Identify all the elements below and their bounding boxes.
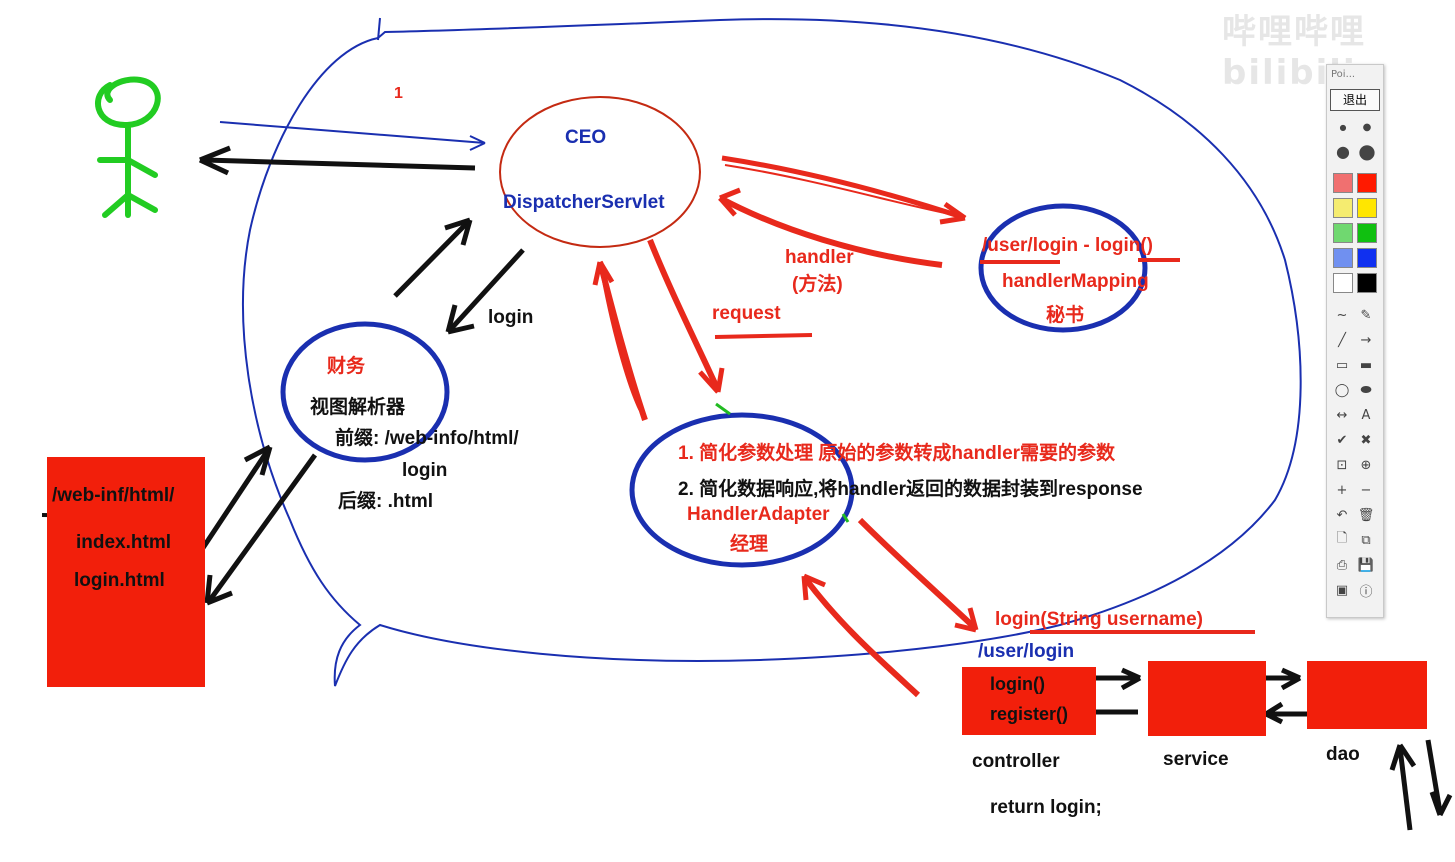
user-figure-icon: [95, 76, 161, 218]
tool-icon[interactable]: 💾: [1357, 557, 1375, 573]
color-swatch[interactable]: [1357, 248, 1377, 268]
handler-adapter-node: [629, 412, 855, 568]
tool-icon[interactable]: ⧉: [1361, 532, 1371, 548]
tool-icon[interactable]: −: [1360, 482, 1372, 498]
color-swatch[interactable]: [1333, 173, 1353, 193]
pointer-toolbar: Poi... 退出 ● ● ● ● ~ ✎ ╱ → ▭ ▬ ◯ ⬬ ↔ A ✔ ✖ ⊡ ⊕ +−↶ 🗑 🗋 ⧉ ⎙ 💾…: [1326, 64, 1384, 618]
dispatcher-servlet-node: [499, 96, 701, 248]
dao-box: [1307, 661, 1427, 729]
secretary-label: 秘书: [1046, 305, 1085, 326]
index-html-label: index.html: [76, 532, 172, 553]
color-swatch[interactable]: [1357, 223, 1377, 243]
tool-icon[interactable]: ╱: [1338, 332, 1346, 348]
color-swatch[interactable]: [1333, 248, 1353, 268]
tool-icon[interactable]: 🗋: [1336, 531, 1348, 546]
tool-icon[interactable]: ⬬: [1360, 382, 1372, 398]
tool-icon[interactable]: ✖: [1360, 432, 1372, 448]
web-inf-label: /web-inf/html/: [52, 485, 175, 506]
login-call-label: login(): [990, 674, 1045, 694]
handler-mapping-label: handlerMapping: [1002, 271, 1149, 292]
large-dot-size-icon[interactable]: ●: [1336, 141, 1350, 161]
user-login-label: /user/login: [978, 641, 1075, 662]
handler-method-label: (方法): [792, 274, 843, 295]
step-number: 1: [394, 85, 403, 102]
color-swatch[interactable]: [1333, 223, 1353, 243]
tool-icon[interactable]: ↔: [1336, 407, 1348, 423]
color-swatch[interactable]: [1333, 198, 1353, 218]
mapping-url-label: /user/login - login(): [982, 235, 1153, 256]
spring-mvc-boundary: [242, 18, 1302, 687]
ceo-label: CEO: [565, 127, 607, 148]
exit-button[interactable]: 退出: [1330, 89, 1380, 111]
prefix-label: 前缀: /web-info/html/: [335, 428, 519, 449]
xlarge-dot-size-icon[interactable]: ●: [1358, 139, 1376, 163]
manager-label: 经理: [730, 534, 769, 555]
color-swatch[interactable]: [1357, 173, 1377, 193]
controller-box: [962, 667, 1096, 735]
register-call-label: register(): [990, 704, 1069, 724]
login-signature-label: login(String username): [995, 609, 1203, 630]
tool-icon[interactable]: ⓘ: [1359, 584, 1373, 600]
request-label: request: [712, 303, 781, 324]
login-arrow-label: login: [488, 307, 534, 328]
color-swatch[interactable]: [1357, 273, 1377, 293]
adapter-point-2: 2. 简化数据响应,将handler返回的数据封装到response: [678, 479, 1143, 500]
dao-label: dao: [1326, 744, 1360, 765]
finance-label: 财务: [327, 356, 366, 377]
tool-icon[interactable]: ↶: [1336, 507, 1348, 523]
handler-mapping-node: [978, 203, 1148, 333]
color-swatch[interactable]: [1357, 198, 1377, 218]
tool-icon[interactable]: ▬: [1359, 357, 1373, 373]
tool-icon[interactable]: ▣: [1335, 582, 1349, 598]
view-resolver-node: [280, 321, 450, 463]
handler-label: handler: [785, 247, 854, 268]
suffix-label: 后缀: .html: [338, 491, 433, 512]
return-login-label: return login;: [990, 797, 1102, 818]
controller-label: controller: [972, 751, 1060, 772]
prefix-login-label: login: [402, 460, 448, 481]
tool-icon[interactable]: ⊡: [1336, 457, 1348, 473]
tool-icon[interactable]: ✎: [1360, 307, 1372, 323]
tool-icon[interactable]: ✔: [1336, 432, 1348, 448]
tool-icon[interactable]: ~: [1336, 307, 1348, 323]
tool-icon[interactable]: 🗑: [1357, 507, 1375, 523]
adapter-point-1: 1. 简化参数处理 原始的参数转成handler需要的参数: [678, 443, 1116, 464]
login-html-label: login.html: [74, 570, 165, 591]
medium-dot-size-icon[interactable]: ●: [1362, 121, 1372, 133]
handler-adapter-label: HandlerAdapter: [687, 504, 830, 525]
service-label: service: [1163, 749, 1229, 770]
color-swatch[interactable]: [1333, 273, 1353, 293]
web-inf-folder-box: [47, 457, 205, 687]
tool-icon[interactable]: ⎙: [1336, 557, 1348, 573]
tool-icon[interactable]: ◯: [1334, 382, 1350, 398]
tool-icon[interactable]: A: [1361, 407, 1371, 423]
small-dot-size-icon[interactable]: ●: [1339, 122, 1347, 132]
tool-icon[interactable]: →: [1360, 332, 1372, 348]
dispatcher-label: DispatcherServlet: [503, 192, 665, 213]
tool-icon[interactable]: ⊕: [1360, 457, 1372, 473]
view-resolver-label: 视图解析器: [310, 397, 406, 418]
tool-icon[interactable]: ▭: [1335, 357, 1349, 373]
toolbar-title: Poi...: [1331, 69, 1356, 80]
tool-icon[interactable]: +: [1336, 482, 1348, 498]
service-box: [1148, 661, 1266, 736]
